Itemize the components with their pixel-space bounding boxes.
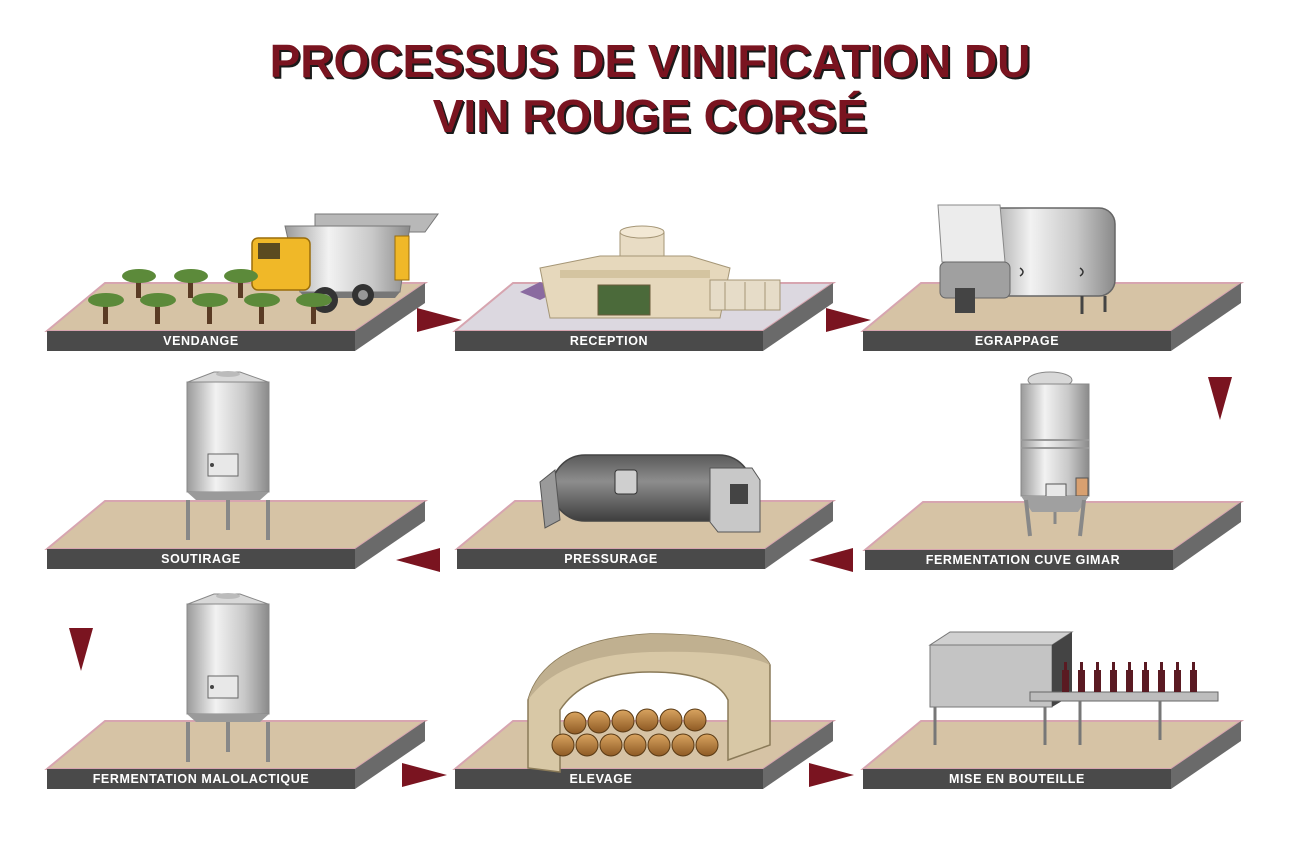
stage-label-fermentation-cuve-gimar: FERMENTATION CUVE GIMAR	[926, 553, 1121, 567]
arrow-left-icon	[809, 548, 853, 572]
wine-press-icon	[539, 454, 761, 533]
title-line-2: VIN ROUGE CORSÉ	[432, 90, 868, 142]
arrow-down-icon	[69, 628, 93, 671]
title-line-1: PROCESSUS DE VINIFICATION DU	[269, 35, 1031, 87]
diagram-title: PROCESSUS DE VINIFICATION DU VIN ROUGE C…	[0, 34, 1300, 144]
arrow-down-icon	[1208, 377, 1232, 420]
stage-label-mise-en-bouteille: MISE EN BOUTEILLE	[949, 772, 1085, 786]
stage-label-egrappage: EGRAPPAGE	[975, 334, 1059, 348]
stage-label-soutirage: SOUTIRAGE	[161, 552, 241, 566]
platform-soutirage: SOUTIRAGE	[44, 500, 429, 569]
destemmer-machine-icon	[937, 204, 1116, 314]
stage-label-pressurage: PRESSURAGE	[564, 552, 658, 566]
platform-fermentation-cuve-gimar: FERMENTATION CUVE GIMAR	[862, 501, 1245, 570]
steel-tank-icon	[186, 593, 270, 762]
platform-mise-en-bouteille: MISE EN BOUTEILLE	[860, 720, 1245, 789]
barrel-cellar-icon	[527, 633, 771, 773]
stage-label-reception: RECEPTION	[570, 334, 648, 348]
vine-rows-icon	[88, 269, 332, 324]
flow-arrows	[69, 308, 1232, 787]
bottling-line-icon	[928, 631, 1219, 745]
stage-label-fermentation-malolactique: FERMENTATION MALOLACTIQUE	[93, 772, 310, 786]
cellar-building-icon	[520, 225, 781, 319]
platform-fermentation-malolactique: FERMENTATION MALOLACTIQUE	[44, 720, 429, 789]
arrow-right-icon	[402, 763, 447, 787]
gimar-tank-icon	[1020, 371, 1090, 537]
stage-label-elevage: ELEVAGE	[569, 772, 632, 786]
arrow-right-icon	[809, 763, 854, 787]
arrow-right-icon	[417, 308, 462, 332]
stage-label-vendange: VENDANGE	[163, 334, 239, 348]
steel-tank-icon	[186, 371, 270, 540]
arrow-left-icon	[396, 548, 440, 572]
grape-harvester-icon	[251, 213, 439, 313]
arrow-right-icon	[826, 308, 871, 332]
platform-elevage: ELEVAGE	[452, 720, 837, 789]
